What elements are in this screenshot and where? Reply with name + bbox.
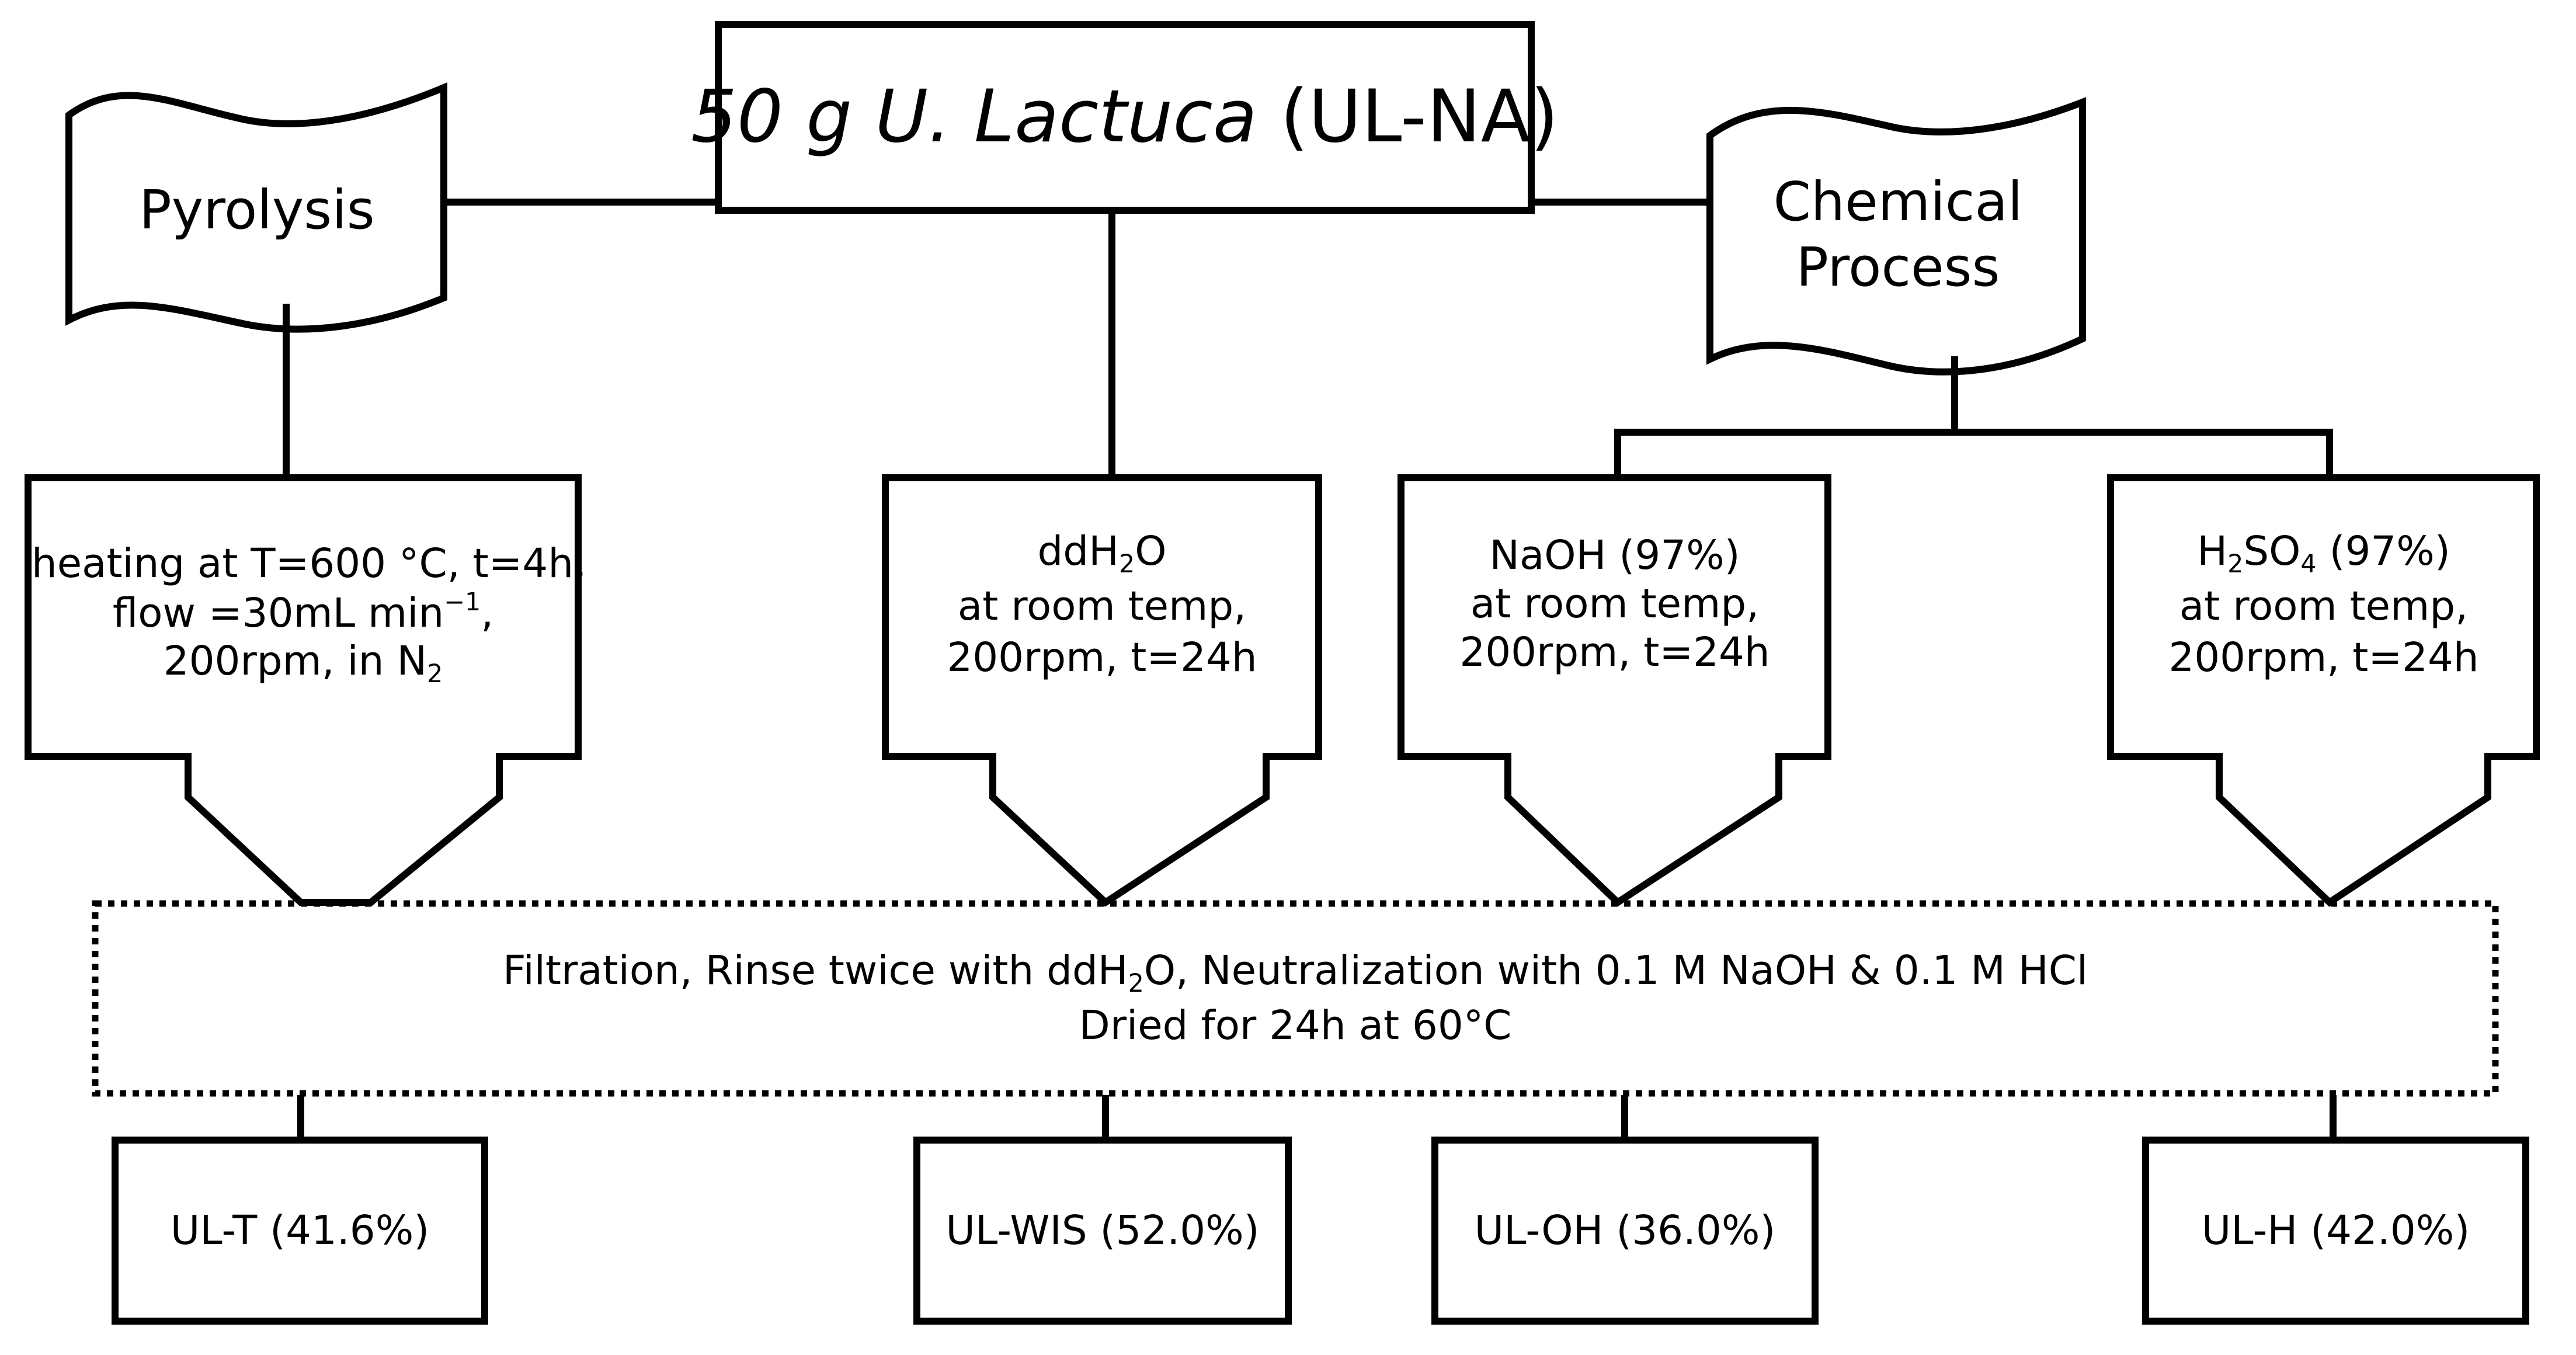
ul-wis-label: UL-WIS (52.0%) [945, 1207, 1260, 1254]
water-step-text: ddH2O at room temp, 200rpm, t=24h [889, 526, 1315, 683]
h2so4-step-arrow [2107, 474, 2540, 907]
sample-code: (UL-NA) [1257, 75, 1559, 159]
pyrolysis-banner [65, 82, 447, 333]
chemical-banner-line1: Chemical [1773, 171, 2023, 233]
water-step-arrow [882, 474, 1322, 907]
h2so4-condition-line3: 200rpm, t=24h [2168, 634, 2479, 681]
water-reagent-line: ddH2O [1037, 528, 1167, 579]
h2so4-step-text: H2SO4 (97%) at room temp, 200rpm, t=24h [2114, 526, 2533, 683]
sample-label: 50 g U. Lactuca (UL-NA) [691, 28, 1559, 207]
pyrolysis-condition-line3: 200rpm, in N2 [163, 637, 443, 689]
h2so4-reagent-line: H2SO4 (97%) [2197, 528, 2450, 579]
chemical-banner-line2: Process [1796, 236, 2000, 299]
water-condition-line3: 200rpm, t=24h [947, 634, 1257, 681]
post-treatment-text: Filtration, Rinse twice with ddH2O, Neut… [102, 945, 2488, 1052]
ul-t-label: UL-T (41.6%) [170, 1207, 430, 1254]
naoh-condition-line2: at room temp, [1470, 580, 1760, 627]
naoh-step-text: NaOH (97%) at room temp, 200rpm, t=24h [1405, 531, 1825, 676]
pyrolysis-banner-label: Pyrolysis [139, 178, 375, 241]
sample-name: 50 g U. Lactuca [691, 75, 1257, 159]
naoh-reagent-line: NaOH (97%) [1489, 532, 1740, 579]
naoh-step-arrow [1397, 474, 1831, 907]
ul-h-label: UL-H (42.0%) [2201, 1207, 2470, 1254]
ul-oh-label: UL-OH (36.0%) [1474, 1207, 1776, 1254]
water-condition-line2: at room temp, [957, 582, 1247, 630]
ul-wis-box [913, 1137, 1292, 1325]
ul-oh-box [1431, 1137, 1819, 1325]
post-treatment-line1: Filtration, Rinse twice with ddH2O, Neut… [502, 947, 2088, 998]
post-treatment-line2: Dried for 24h at 60°C [1079, 1002, 1512, 1050]
pyrolysis-condition-line1: heating at T=600 °C, t=4h, [32, 540, 586, 587]
ul-t-box [112, 1137, 488, 1325]
naoh-condition-line3: 200rpm, t=24h [1459, 628, 1770, 676]
post-treatment-box [92, 900, 2499, 1097]
sample-box [715, 21, 1535, 214]
pyrolysis-step-text: heating at T=600 °C, t=4h, flow =30mL mi… [32, 540, 586, 689]
pyrolysis-condition-line2: flow =30mL min−1, [112, 588, 494, 637]
ul-h-box [2142, 1137, 2529, 1325]
h2so4-condition-line2: at room temp, [2179, 582, 2469, 630]
chemical-banner-label: Chemical Process [1723, 169, 2073, 300]
chemical-process-banner [1706, 97, 2086, 376]
